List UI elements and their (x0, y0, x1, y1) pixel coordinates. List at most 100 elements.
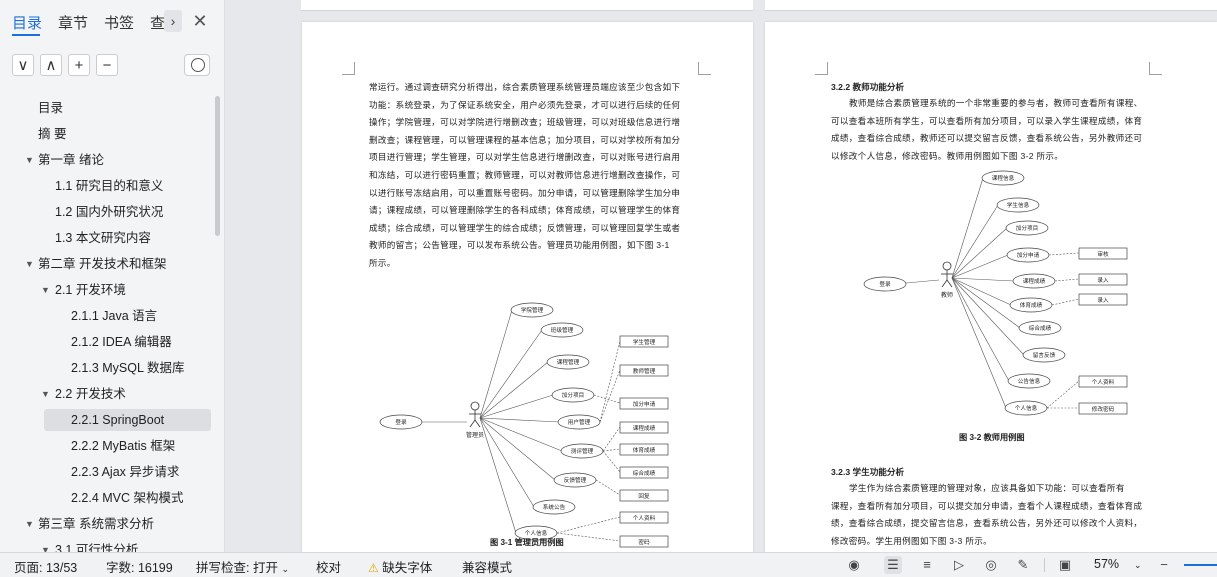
toc-item[interactable]: ▼第三章 系统需求分析 (0, 513, 214, 535)
add-level-button[interactable]: + (68, 54, 90, 76)
pen-icon[interactable]: ✎ (1017, 557, 1029, 572)
teacher-use-case-diagram: 教师登录课程信息学生信息加分项目加分申请课程成绩体育成绩综合成绩留言反馈公告信息… (863, 170, 1128, 416)
toc-item[interactable]: 目录 (0, 97, 214, 119)
actor-leg (469, 419, 476, 428)
tab-search[interactable]: 查 (150, 15, 166, 32)
outline-view-icon[interactable]: ≡ (923, 557, 931, 572)
toc-item-label: 2.1.3 MySQL 数据库 (71, 361, 185, 375)
use-case-label: 课程管理 (557, 358, 580, 366)
use-case-box (1078, 273, 1128, 286)
use-case-label: 综合成绩 (1029, 324, 1052, 332)
zoom-out-icon[interactable]: − (1160, 557, 1168, 572)
word-count[interactable]: 字数: 16199 (106, 561, 173, 575)
page-view-icon[interactable]: ☰ (884, 556, 902, 574)
document-page-left: 常运行。通过调查研究分析得出，综合素质管理系统管理员端应该至少包含如下功能：系统… (302, 22, 753, 562)
collapse-up-button[interactable]: ∧ (40, 54, 62, 76)
toc-item[interactable]: ▼2.1 开发环境 (0, 279, 214, 301)
toc-settings-button[interactable] (184, 54, 210, 76)
tab-bookmarks[interactable]: 书签 (104, 15, 135, 32)
missing-font-button[interactable]: ⚠ 缺失字体 (368, 557, 432, 576)
include-connector (599, 340, 621, 423)
tab-chapters[interactable]: 章节 (58, 15, 89, 32)
figure-caption: 图 3-2 教师用例图 (959, 433, 1025, 442)
previous-page-edge (301, 0, 753, 11)
paragraph-line: 常运行。通过调查研究分析得出，综合素质管理系统管理员端应该至少包含如下 (369, 82, 681, 92)
expand-caret-icon[interactable]: ▼ (25, 155, 34, 165)
toc-item[interactable]: 2.2.2 MyBatis 框架 (0, 435, 214, 457)
toc-item[interactable]: 2.1.1 Java 语言 (0, 305, 214, 327)
tab-toc[interactable]: 目录 (12, 15, 43, 32)
toc-item[interactable]: ▼ 第一章 绪论 (0, 149, 214, 171)
use-case-label: 课程成绩 (1023, 277, 1046, 285)
use-case-box-label: 个人资料 (633, 514, 656, 522)
expand-caret-icon[interactable]: ▼ (25, 259, 34, 269)
toc-item-label: 目录 (38, 101, 64, 115)
toc-item-label: 1.2 国内外研究状况 (55, 205, 164, 219)
crop-mark (815, 62, 828, 75)
association-line (479, 361, 549, 419)
close-icon[interactable]: ✕ (192, 11, 208, 31)
use-case-box (619, 443, 669, 456)
settings-icon (191, 58, 205, 72)
include-connector (1048, 252, 1080, 256)
include-connector (602, 450, 621, 473)
paragraph-line: 操作；学院管理，可以对学院进行增删改查；班级管理，可以对班级信息进行增 (369, 117, 681, 128)
use-case-ellipse (996, 197, 1040, 213)
proofread-button[interactable]: 校对 (316, 561, 342, 575)
toc-item[interactable]: ▼第二章 开发技术和框架 (0, 253, 214, 275)
use-case-ellipse (1005, 220, 1049, 236)
use-case-label: 测评管理 (571, 447, 594, 455)
expand-caret-icon[interactable]: ▼ (41, 389, 50, 399)
globe-icon[interactable]: ◎ (985, 557, 997, 572)
expand-down-button[interactable]: ∨ (12, 54, 34, 76)
zoom-slider[interactable] (1184, 564, 1217, 566)
chevron-down-icon[interactable]: ⌄ (1134, 560, 1142, 570)
toc-item[interactable]: 2.2.3 Ajax 异步请求 (0, 461, 214, 483)
spell-check-toggle[interactable]: 拼写检查: 打开 ⌄ (196, 557, 289, 576)
zoom-level[interactable]: 57% (1094, 557, 1120, 571)
paragraph-line: 功能：系统登录，为了保证系统安全，用户必须先登录，才可以进行后续的任何 (369, 99, 681, 110)
toc-item[interactable]: ▼2.2 开发技术 (0, 383, 214, 405)
use-case-label: 用户管理 (568, 418, 591, 426)
chevron-right-icon[interactable]: › (164, 10, 182, 32)
toc-item[interactable]: 2.1.3 MySQL 数据库 (0, 357, 214, 379)
association-line (479, 417, 517, 534)
use-case-box (619, 421, 669, 434)
association-line (479, 417, 563, 452)
sidebar-scrollbar[interactable] (215, 96, 220, 236)
association-line (951, 204, 999, 279)
eye-icon[interactable]: ◉ (848, 557, 860, 572)
toc-item[interactable]: 1.3 本文研究内容 (0, 227, 214, 249)
toc-item[interactable]: 2.2.1 SpringBoot (44, 409, 211, 431)
actor-leg (941, 279, 948, 288)
fit-page-icon[interactable]: ▣ (1058, 557, 1072, 572)
use-case-box (619, 535, 669, 548)
toc-item[interactable]: 2.1.2 IDEA 编辑器 (0, 331, 214, 353)
remove-level-button[interactable]: − (96, 54, 118, 76)
use-case-ellipse (510, 302, 554, 318)
toc-item[interactable]: 摘 要 (0, 123, 214, 145)
expand-caret-icon[interactable]: ▼ (41, 545, 50, 555)
toc-item-label: 2.2.3 Ajax 异步请求 (71, 465, 180, 479)
use-case-label: 系统公告 (543, 503, 566, 511)
toc-item[interactable]: 1.2 国内外研究状况 (0, 201, 214, 223)
use-case-label: 加分项目 (1016, 224, 1038, 232)
play-icon[interactable]: ▷ (954, 557, 964, 572)
page-indicator[interactable]: 页面: 13/53 (14, 561, 78, 575)
toc-item-label: 第一章 绪论 (38, 153, 104, 167)
use-case-box (619, 511, 669, 524)
actor-leg (946, 279, 953, 288)
paragraph-line: 教师是综合素质管理系统的一个非常重要的参与者，教师可查看所有课程、 (849, 98, 1143, 108)
use-case-box (1078, 247, 1128, 260)
toc-item[interactable]: 1.1 研究目的和意义 (0, 175, 214, 197)
crop-mark (698, 62, 711, 75)
include-connector (602, 426, 621, 452)
paragraph-line: 所示。 (369, 258, 396, 268)
toc-item[interactable]: 2.2.4 MVC 架构模式 (0, 487, 214, 509)
document-page-right: 3.2.2 教师功能分析 教师是综合素质管理系统的一个非常重要的参与者，教师可查… (765, 22, 1217, 562)
figure-caption: 图 3-1 管理员用例图 (490, 538, 564, 547)
admin-use-case-diagram: 管理员登录学院管理班级管理课程管理加分项目用户管理测评管理反馈管理系统公告个人信… (379, 302, 669, 548)
use-case-box-label: 录入 (1097, 276, 1109, 284)
expand-caret-icon[interactable]: ▼ (25, 519, 34, 529)
expand-caret-icon[interactable]: ▼ (41, 285, 50, 295)
